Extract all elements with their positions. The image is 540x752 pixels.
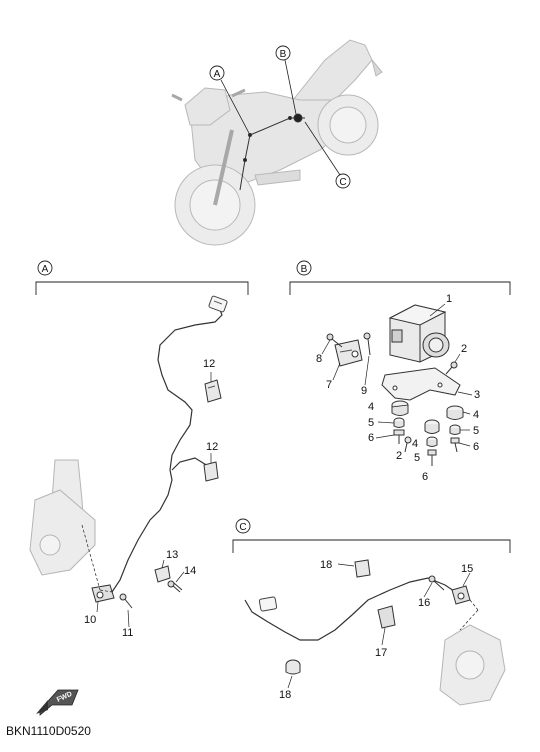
rear-sensor-15 bbox=[451, 585, 471, 605]
damper-4-center bbox=[424, 419, 440, 434]
abs-bracket bbox=[381, 367, 461, 401]
marker-b-text: B bbox=[280, 49, 287, 60]
fwd-arrow-icon: FWD bbox=[36, 689, 79, 716]
label-2-upper: 2 bbox=[461, 343, 467, 355]
label-16: 16 bbox=[418, 597, 430, 609]
label-6-center: 6 bbox=[422, 471, 428, 483]
label-8: 8 bbox=[316, 353, 322, 365]
damper-4-left bbox=[391, 400, 409, 416]
bolt-2-lower bbox=[404, 436, 412, 453]
label-6-right: 6 bbox=[473, 441, 479, 453]
leader-lines-overview bbox=[220, 59, 341, 176]
section-c-marker: C bbox=[239, 522, 246, 533]
label-3: 3 bbox=[474, 389, 480, 401]
label-6-left: 6 bbox=[368, 432, 374, 444]
bolt-9 bbox=[363, 332, 371, 356]
pressure-sensor-7 bbox=[334, 339, 363, 367]
bolt-6-center bbox=[427, 449, 437, 466]
clip-17 bbox=[377, 605, 396, 629]
label-13: 13 bbox=[166, 549, 178, 561]
motorcycle-overview bbox=[171, 39, 383, 246]
marker-a-overview: A bbox=[209, 65, 225, 81]
label-15: 15 bbox=[461, 563, 473, 575]
marker-b-overview: B bbox=[275, 45, 291, 61]
harness-connector-c bbox=[258, 596, 278, 612]
label-2-lower: 2 bbox=[396, 450, 402, 462]
label-9: 9 bbox=[361, 385, 367, 397]
label-12-lower: 12 bbox=[206, 441, 218, 453]
diagram-code: BKN1110D0520 bbox=[6, 724, 91, 738]
leader-lines-c bbox=[459, 599, 479, 631]
front-sensor-harness bbox=[111, 304, 223, 593]
label-4-right: 4 bbox=[473, 409, 479, 421]
marker-c-text: C bbox=[339, 177, 346, 188]
callout-lines-a bbox=[96, 372, 212, 628]
section-b-header: B bbox=[289, 260, 511, 295]
label-5-right: 5 bbox=[473, 425, 479, 437]
clip-13 bbox=[154, 565, 171, 583]
label-5-center: 5 bbox=[414, 452, 420, 464]
label-14: 14 bbox=[184, 565, 196, 577]
clip-12-upper bbox=[204, 379, 222, 403]
collar-5-right bbox=[449, 424, 461, 435]
label-1: 1 bbox=[446, 293, 452, 305]
callout-lines-b bbox=[321, 303, 473, 447]
bolt-11 bbox=[119, 593, 133, 609]
bolt-6-right bbox=[450, 437, 460, 453]
label-4-left: 4 bbox=[368, 401, 374, 413]
label-11: 11 bbox=[122, 627, 133, 639]
wheel-sensor-10 bbox=[91, 584, 115, 603]
section-a-header: A bbox=[35, 260, 249, 295]
label-17: 17 bbox=[375, 647, 387, 659]
clip-18-upper bbox=[354, 559, 371, 578]
clip-18-lower bbox=[285, 659, 301, 675]
label-18-lower: 18 bbox=[279, 689, 291, 701]
label-12-upper: 12 bbox=[203, 358, 215, 370]
bolt-2-upper bbox=[445, 361, 458, 375]
label-7: 7 bbox=[326, 379, 332, 391]
collar-5-center bbox=[426, 436, 438, 447]
bolt-16 bbox=[428, 575, 445, 591]
callout-lines-c bbox=[287, 563, 471, 689]
section-a-marker: A bbox=[42, 264, 49, 275]
label-18-upper: 18 bbox=[320, 559, 332, 571]
bolt-6-left bbox=[393, 429, 405, 444]
abs-hydraulic-unit bbox=[388, 304, 450, 363]
marker-c-overview: C bbox=[335, 173, 351, 189]
marker-a-text: A bbox=[214, 69, 221, 80]
harness-connector-a bbox=[208, 295, 228, 313]
label-5-left: 5 bbox=[368, 417, 374, 429]
label-4-center: 4 bbox=[412, 438, 418, 450]
clip-12-lower bbox=[203, 461, 219, 482]
leader-lines-a bbox=[81, 524, 113, 593]
front-fork-caliper bbox=[29, 459, 96, 576]
damper-4-right bbox=[446, 405, 464, 420]
bolt-14 bbox=[167, 580, 183, 593]
rear-caliper bbox=[439, 624, 506, 706]
section-b-marker: B bbox=[301, 264, 308, 275]
label-10: 10 bbox=[84, 614, 96, 626]
collar-5-left bbox=[393, 417, 405, 428]
rear-sensor-harness bbox=[244, 577, 471, 641]
section-c-header: C bbox=[232, 518, 511, 553]
